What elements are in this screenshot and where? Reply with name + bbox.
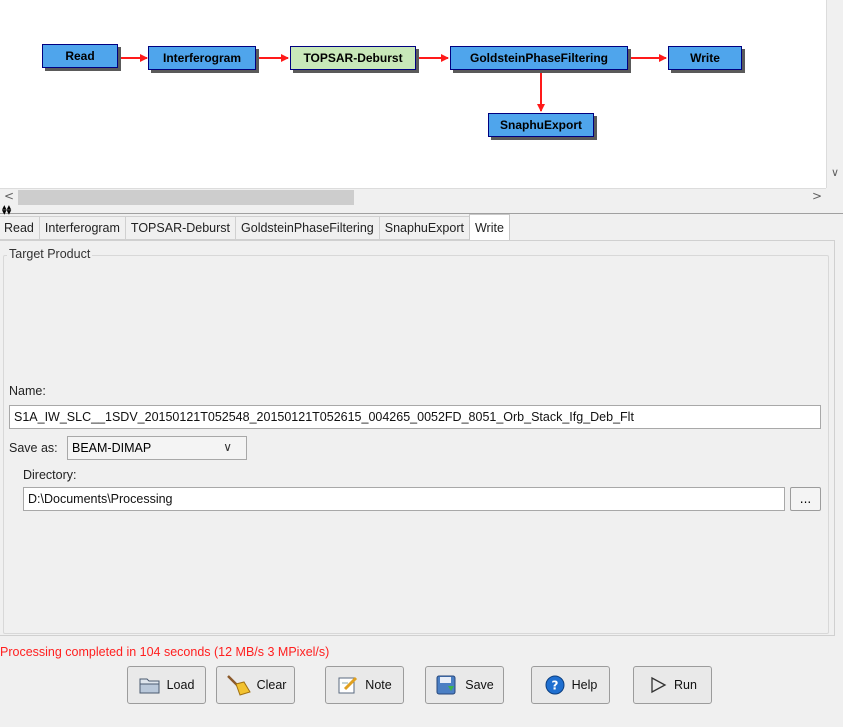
directory-label: Directory: bbox=[23, 468, 77, 482]
graph-node-write[interactable]: Write bbox=[668, 46, 742, 70]
tab-snaphu-export[interactable]: SnaphuExport bbox=[378, 216, 469, 240]
run-play-icon bbox=[651, 676, 667, 694]
chevron-right-icon[interactable]: > bbox=[812, 189, 823, 203]
tab-topsar-deburst[interactable]: TOPSAR-Deburst bbox=[124, 216, 236, 240]
target-product-legend: Target Product bbox=[7, 247, 93, 261]
target-product-group bbox=[3, 255, 829, 634]
status-message: Processing completed in 104 seconds (12 … bbox=[0, 645, 330, 659]
chevron-left-icon[interactable]: < bbox=[4, 189, 15, 203]
load-button-label: Load bbox=[166, 678, 195, 692]
name-field[interactable]: S1A_IW_SLC__1SDV_20150121T052548_2015012… bbox=[9, 405, 821, 429]
clear-button-label: Clear bbox=[256, 678, 287, 692]
clear-button[interactable]: Clear bbox=[216, 666, 295, 704]
tab-interferogram[interactable]: Interferogram bbox=[38, 216, 125, 240]
tab-read[interactable]: Read bbox=[0, 216, 39, 240]
save-as-select[interactable]: BEAM-DIMAP ∨ bbox=[67, 436, 247, 460]
save-as-label: Save as: bbox=[9, 441, 58, 455]
help-button-label: Help bbox=[571, 678, 598, 692]
help-icon: ? bbox=[545, 675, 565, 695]
name-label: Name: bbox=[9, 384, 46, 398]
graph-node-read[interactable]: Read bbox=[42, 44, 118, 68]
chevron-down-icon[interactable]: ∨ bbox=[831, 166, 840, 179]
collapse-arrows-icon[interactable]: ▲▲▼▼ bbox=[2, 204, 12, 216]
graph-node-goldstein-phase-filtering[interactable]: GoldsteinPhaseFiltering bbox=[450, 46, 628, 70]
run-button[interactable]: Run bbox=[633, 666, 712, 704]
note-button[interactable]: Note bbox=[325, 666, 404, 704]
graph-canvas[interactable]: Read Interferogram TOPSAR-Deburst Goldst… bbox=[0, 0, 843, 188]
directory-field[interactable]: D:\Documents\Processing bbox=[23, 487, 785, 511]
scrollbar-thumb[interactable] bbox=[18, 190, 354, 205]
graph-vertical-scrollbar[interactable]: ∨ bbox=[826, 0, 843, 188]
graph-connections bbox=[119, 54, 667, 112]
save-disk-icon bbox=[436, 675, 456, 695]
save-as-value: BEAM-DIMAP bbox=[72, 441, 152, 455]
save-button[interactable]: Save bbox=[425, 666, 504, 704]
browse-directory-button[interactable]: ... bbox=[790, 487, 821, 511]
save-button-label: Save bbox=[465, 678, 494, 692]
note-button-label: Note bbox=[365, 678, 392, 692]
graph-node-interferogram[interactable]: Interferogram bbox=[148, 46, 256, 70]
help-button[interactable]: ? Help bbox=[531, 666, 610, 704]
graph-node-snaphu-export[interactable]: SnaphuExport bbox=[488, 113, 594, 137]
split-pane-divider[interactable]: ▲▲▼▼ bbox=[0, 204, 843, 216]
scroll-corner bbox=[826, 188, 843, 205]
folder-icon bbox=[139, 678, 160, 694]
operator-tabs: Read Interferogram TOPSAR-Deburst Goldst… bbox=[0, 214, 510, 240]
tab-write[interactable]: Write bbox=[468, 214, 510, 240]
tab-goldstein-phase-filtering[interactable]: GoldsteinPhaseFiltering bbox=[235, 216, 379, 240]
note-pencil-icon bbox=[338, 676, 358, 694]
broom-icon bbox=[226, 675, 251, 696]
graph-node-topsar-deburst[interactable]: TOPSAR-Deburst bbox=[290, 46, 416, 70]
svg-text:?: ? bbox=[551, 679, 558, 693]
graph-horizontal-scrollbar[interactable]: < > bbox=[0, 188, 826, 205]
load-button[interactable]: Load bbox=[127, 666, 206, 704]
run-button-label: Run bbox=[674, 678, 697, 692]
chevron-down-icon: ∨ bbox=[223, 440, 232, 454]
